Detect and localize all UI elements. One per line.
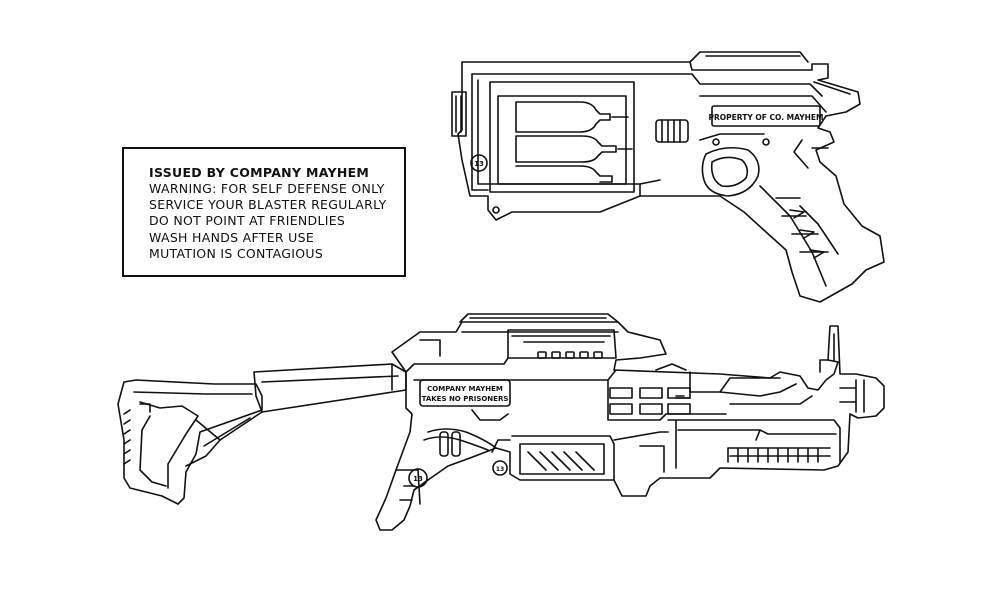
- pistol-badge-number: 13: [474, 160, 484, 168]
- warning-line: WARNING: FOR SELF DEFENSE ONLY: [149, 181, 385, 196]
- warning-label-box: ISSUED BY COMPANY MAYHEM WARNING: FOR SE…: [122, 147, 406, 277]
- rifle-plate-line-1: COMPANY MAYHEM: [427, 385, 503, 393]
- warning-line: WASH HANDS AFTER USE: [149, 229, 315, 245]
- rifle-grip-badge: 13: [413, 475, 423, 483]
- warning-line: MUTATION IS CONTAGIOUS: [149, 245, 324, 261]
- rifle-blaster-icon: [117, 313, 885, 531]
- warning-title: ISSUED BY COMPANY MAYHEM: [149, 165, 370, 180]
- pistol-engraving: PROPERTY OF CO. MAYHEM: [709, 113, 824, 122]
- warning-line: DO NOT POINT AT FRIENDLIES: [149, 213, 346, 229]
- rifle-plate-line-2: TAKES NO PRISONERS: [422, 395, 509, 403]
- revolver-blaster-icon: [451, 51, 885, 303]
- warning-line: SERVICE YOUR BLASTER REGULARLY: [149, 197, 387, 213]
- rifle-trigger-badge: 13: [496, 466, 504, 473]
